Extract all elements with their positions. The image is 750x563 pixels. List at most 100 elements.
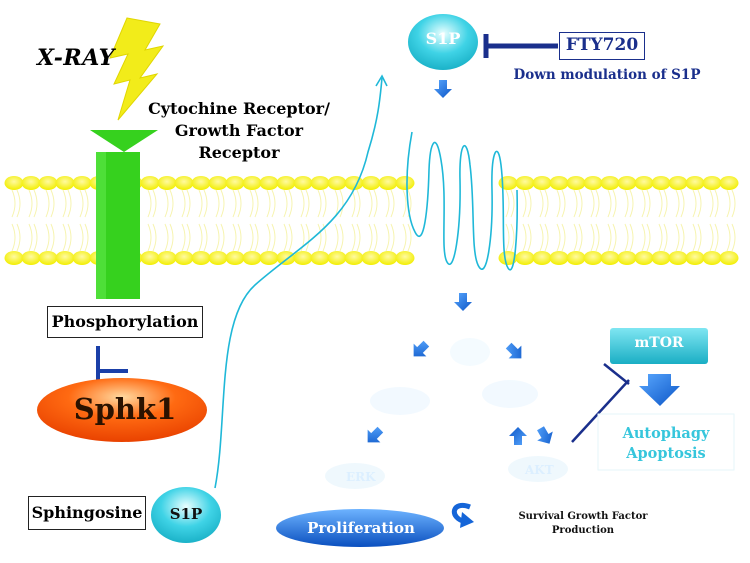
sphk1-node (37, 378, 207, 442)
sphingosine-label: Sphingosine (28, 496, 146, 530)
lipid-head (242, 176, 262, 190)
lipid-tail (254, 223, 259, 252)
lipid-tail (402, 223, 407, 252)
phosphorylation-label: Phosphorylation (47, 306, 203, 338)
lipid-head (259, 176, 279, 190)
lipid-tail (322, 189, 327, 218)
lipid-head (55, 251, 75, 265)
lipid-head (515, 251, 535, 265)
lipid-head (702, 251, 722, 265)
lipid-tail (709, 223, 714, 252)
lipid-tail (339, 189, 344, 218)
lipid-tail (692, 189, 697, 218)
s1p-bottom-node (151, 487, 221, 543)
lipid-head (378, 176, 398, 190)
lipid-tail (288, 223, 293, 252)
lipid-tail (237, 223, 242, 252)
lipid-tail (322, 223, 327, 252)
lipid-tail (28, 189, 33, 218)
receptor-label-line2: Growth Factor (174, 121, 304, 140)
lipid-head (208, 251, 228, 265)
lipid-head (600, 251, 620, 265)
lipid-tail (522, 223, 527, 252)
lipid-head (191, 251, 211, 265)
lipid-head (395, 176, 415, 190)
lipid-tail (510, 223, 515, 252)
lipid-tail (590, 223, 595, 252)
lipid-tail (675, 189, 680, 218)
lipid-tail (544, 189, 549, 218)
lipid-tail (373, 223, 378, 252)
sphk1-label: Sphk1 (73, 392, 177, 426)
lipid-tail (351, 223, 356, 252)
lipid-tail (356, 189, 361, 218)
lipid-tail (249, 223, 254, 252)
lipid-tail (556, 223, 561, 252)
lipid-tail (544, 223, 549, 252)
arrow-s1p-down (434, 80, 452, 98)
lipid-tail (300, 189, 305, 218)
lipid-tail (539, 189, 544, 218)
lipid-head (310, 251, 330, 265)
lipid-tail (697, 223, 702, 252)
lipid-head (549, 176, 569, 190)
lipid-head (276, 251, 296, 265)
lipid-head (634, 176, 654, 190)
lipid-tail (510, 189, 515, 218)
lipid-tail (84, 189, 89, 218)
lipid-tail (624, 189, 629, 218)
lipid-head (498, 176, 518, 190)
lipid-tail (658, 223, 663, 252)
lipid-tail (62, 189, 67, 218)
arrow-to-erk (367, 426, 384, 443)
lipid-tail (33, 189, 38, 218)
lipid-tail (385, 189, 390, 218)
lipid-tail (203, 189, 208, 218)
lipid-tail (164, 189, 169, 218)
lipid-head (21, 251, 41, 265)
lipid-tail (390, 189, 395, 218)
lipid-head (293, 251, 313, 265)
lipid-head (719, 176, 739, 190)
flow-arrows (367, 80, 553, 445)
akt-label: AKT (525, 463, 554, 477)
lipid-tail (629, 223, 634, 252)
lipid-tail (368, 189, 373, 218)
lipid-tail (607, 189, 612, 218)
lipid-tail (658, 189, 663, 218)
erk-node (325, 463, 385, 489)
lipid-tail (67, 189, 72, 218)
xray-label: X-RAY (37, 45, 115, 71)
lipid-head (719, 251, 739, 265)
lipid-head (157, 251, 177, 265)
lipid-tail (692, 223, 697, 252)
lipid-head (378, 251, 398, 265)
lipid-tail (45, 223, 50, 252)
lipid-tail (714, 189, 719, 218)
survival-label-line1: Survival Growth Factor (518, 511, 648, 522)
lipid-head (242, 251, 262, 265)
lipid-tail (573, 189, 578, 218)
receptor-label: Cytochine Receptor/ Growth Factor Recept… (144, 98, 334, 164)
lipid-tail (45, 189, 50, 218)
lipid-tail (11, 189, 16, 218)
lipid-tail (50, 189, 55, 218)
lipid-tail (16, 189, 21, 218)
lipid-tail (561, 223, 566, 252)
lipid-tail (271, 189, 276, 218)
lipid-tail (152, 189, 157, 218)
lipid-tail (220, 223, 225, 252)
lipid-tail (283, 223, 288, 252)
lipid-tail (561, 189, 566, 218)
lipid-tail (356, 223, 361, 252)
autophagy-label: Autophagy (622, 425, 710, 442)
lipid-tail (731, 223, 736, 252)
lipid-tail (254, 189, 259, 218)
lipid-tail (663, 189, 668, 218)
lipid-tail (556, 189, 561, 218)
lipid-tail (726, 189, 731, 218)
lipid-head (685, 251, 705, 265)
lipid-head (225, 251, 245, 265)
lipid-tail (16, 223, 21, 252)
